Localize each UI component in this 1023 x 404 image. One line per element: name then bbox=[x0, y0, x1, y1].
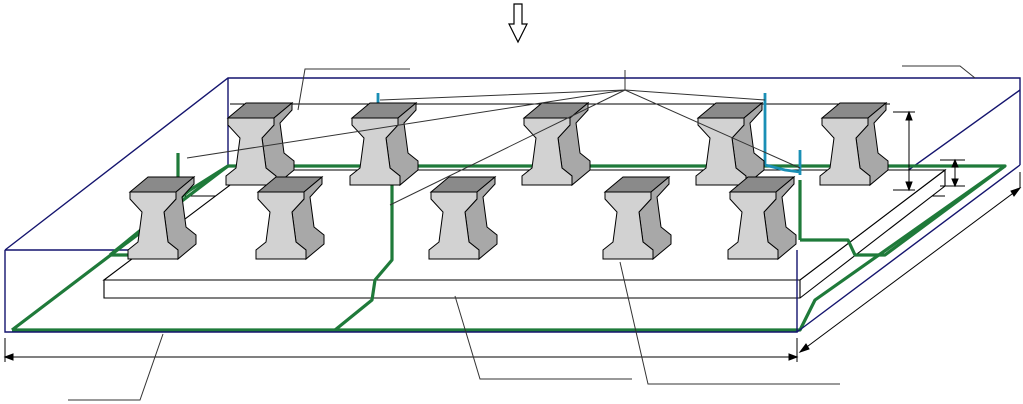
pillar-5 bbox=[819, 101, 889, 187]
vertical-conductors bbox=[376, 93, 802, 175]
pillar-front bbox=[255, 191, 307, 260]
pillar-7 bbox=[255, 175, 325, 261]
pillar-front bbox=[428, 191, 480, 260]
block-front-edges bbox=[4, 90, 1021, 333]
pillar-front bbox=[819, 117, 871, 186]
pillar-front bbox=[127, 191, 179, 260]
pillar-8 bbox=[428, 175, 498, 261]
pillar-10 bbox=[727, 175, 797, 261]
foundation-strip bbox=[102, 168, 947, 299]
pillar-6 bbox=[127, 175, 197, 261]
pillar-group bbox=[127, 101, 889, 261]
pillar-9 bbox=[602, 175, 672, 261]
dimension-lines bbox=[3, 110, 1022, 362]
pillar-1 bbox=[225, 101, 295, 187]
leader-lines bbox=[68, 65, 976, 401]
pillar-front bbox=[727, 191, 779, 260]
pillar-4 bbox=[695, 101, 765, 187]
pillar-3 bbox=[521, 101, 591, 187]
pillar-2 bbox=[349, 101, 419, 187]
down-arrow-icon bbox=[508, 3, 528, 44]
pillar-front bbox=[602, 191, 654, 260]
